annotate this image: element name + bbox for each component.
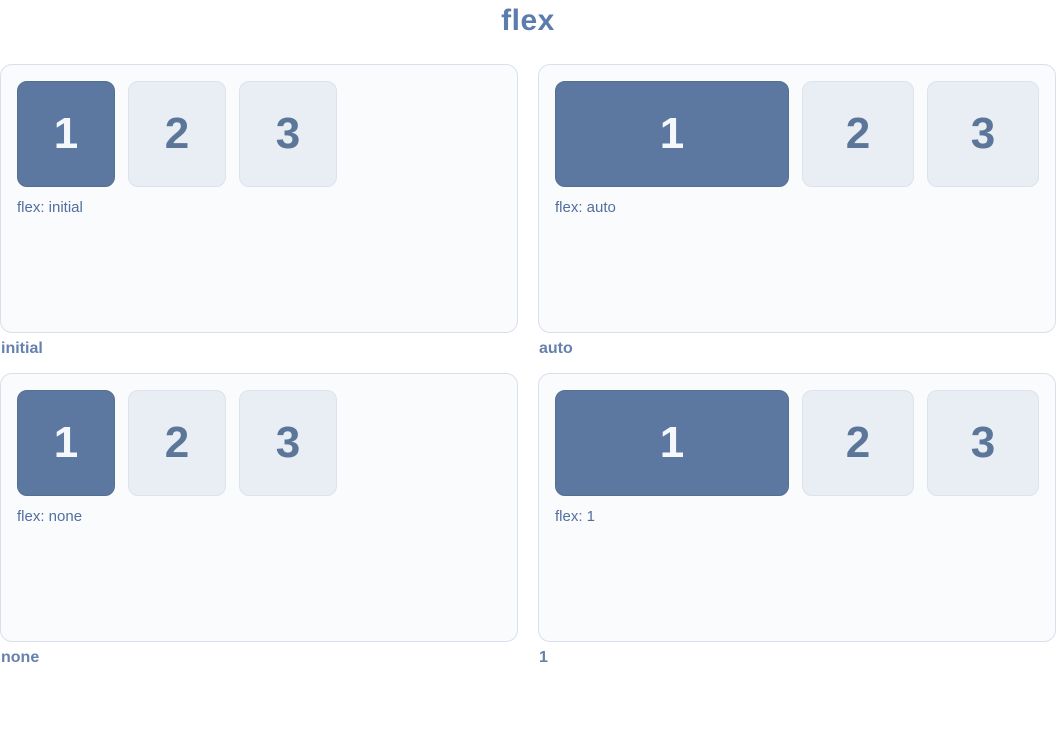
flex-item-2: 2 xyxy=(802,81,914,187)
demo-card-initial: 1 2 3 flex: initial xyxy=(0,64,518,333)
demo-section-none: 1 2 3 flex: none none xyxy=(0,373,518,682)
panel-name-label: 1 xyxy=(539,649,548,666)
panel-name-label: auto xyxy=(539,340,573,357)
page-title: flex xyxy=(501,4,555,37)
flex-item-2: 2 xyxy=(802,390,914,496)
flex-item-1: 1 xyxy=(17,390,115,496)
flex-item-1: 1 xyxy=(555,81,789,187)
flex-container: 1 2 3 xyxy=(17,81,501,187)
css-rule-label: flex: auto xyxy=(555,199,616,216)
flex-item-3: 3 xyxy=(927,390,1039,496)
flex-item-1: 1 xyxy=(555,390,789,496)
demo-grid: 1 2 3 flex: initial initial 1 2 3 flex: … xyxy=(0,64,1056,682)
demo-section-1: 1 2 3 flex: 1 1 xyxy=(538,373,1056,682)
demo-card-none: 1 2 3 flex: none xyxy=(0,373,518,642)
flex-item-2: 2 xyxy=(128,81,226,187)
flex-item-1: 1 xyxy=(17,81,115,187)
css-rule-label: flex: 1 xyxy=(555,508,596,525)
demo-card-auto: 1 2 3 flex: auto xyxy=(538,64,1056,333)
flex-item-3: 3 xyxy=(927,81,1039,187)
flex-item-2: 2 xyxy=(128,390,226,496)
panel-name-label: initial xyxy=(1,340,43,357)
demo-section-auto: 1 2 3 flex: auto auto xyxy=(538,64,1056,373)
demo-card-1: 1 2 3 flex: 1 xyxy=(538,373,1056,642)
demo-section-initial: 1 2 3 flex: initial initial xyxy=(0,64,518,373)
flex-item-3: 3 xyxy=(239,390,337,496)
flex-item-3: 3 xyxy=(239,81,337,187)
css-rule-label: flex: none xyxy=(17,508,83,525)
flex-container: 1 2 3 xyxy=(555,390,1039,496)
flex-container: 1 2 3 xyxy=(17,390,501,496)
flex-container: 1 2 3 xyxy=(555,81,1039,187)
panel-name-label: none xyxy=(1,649,40,666)
css-rule-label: flex: initial xyxy=(17,199,83,216)
